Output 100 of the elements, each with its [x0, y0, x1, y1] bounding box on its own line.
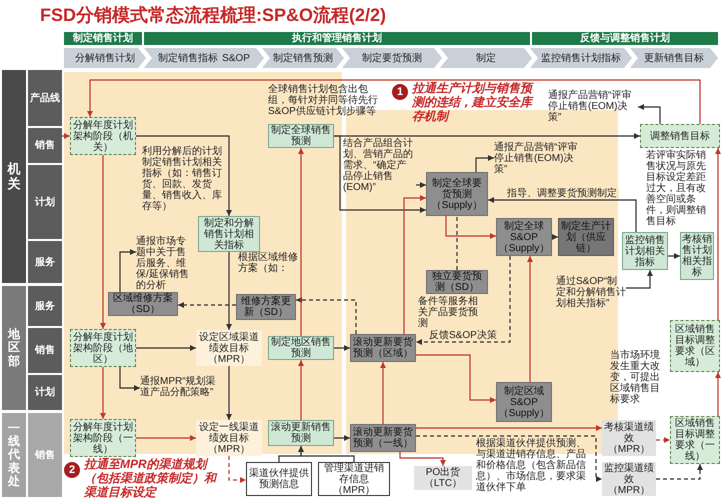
process-box: 制定区域S&OP（Supply） [496, 382, 552, 422]
process-box: 分解年度计划架构阶段（机关） [70, 117, 136, 155]
arrow [298, 360, 304, 420]
process-step-tab: 更新销售目标 [630, 48, 718, 68]
swimlane-header: 销售 [28, 413, 62, 497]
note-text: 通报市场专题中关于售后服务、维保/延保销售的分析 [136, 236, 194, 292]
note-text: 结合产品组合计划、营销产品的需求、“确定产品停止销售(EOM)” [343, 138, 416, 196]
process-box: 设定一线渠道绩效目标（MPR） [196, 420, 262, 456]
process-box: 维修方案更新（SD） [236, 294, 296, 320]
process-box: 制定全球S&OP（Supply） [496, 218, 552, 256]
process-box: 渠道伙伴提供预测信息 [246, 462, 312, 496]
arrow [136, 345, 196, 351]
arrow [656, 437, 670, 443]
callout-number: 1 [392, 84, 408, 100]
process-box: 滚动更新要货预测（区域） [350, 334, 416, 362]
process-box: 制定地区销售预测 [268, 336, 334, 360]
note-text: 通报产品营销“评审停止销售(EOM)决策” [494, 142, 586, 176]
arrow [136, 135, 232, 216]
arrow [656, 464, 703, 480]
note-text: 根据渠道伙伴提供预测、与渠道进销存信息、产品和价格信息（包含新品信息）、市场信息，要求渠道伙伴下单 [476, 438, 587, 493]
note-text: 通报产品营销“评审停止销售(EOM)决策” [548, 90, 638, 124]
swimlane-header: 计划 [28, 375, 62, 410]
process-step-tab: 分解销售计划 [64, 48, 146, 68]
arrow [228, 456, 246, 483]
process-box: 制定全球销售预测 [268, 124, 334, 148]
arrow [668, 253, 680, 259]
note-text: 根据区域维修方案（如： [238, 252, 299, 274]
arrow [445, 216, 496, 239]
arrow [416, 182, 426, 188]
process-box: 制定全球要货预测（Supply） [426, 172, 488, 216]
swimlane-header: 产品线 [28, 70, 62, 126]
process-box: 滚动更新要货预测（一线） [350, 424, 416, 452]
callout-text: 拉通生产计划与销售预测的连结，建立安全库存机制 [412, 82, 535, 124]
swimlane-header: 服务 [28, 241, 62, 283]
process-box: 区域销售目标调整要求（一线） [670, 416, 720, 464]
arrow [298, 148, 304, 336]
process-box: 设定区域渠道绩效目标（MPR） [196, 330, 262, 366]
process-box: 考核销售计划相关指标 [680, 232, 714, 280]
arrow [403, 195, 426, 334]
note-text: 若评审实际销售状况与原先目标设定差距过大，且有改善空间或条件，则调整销售目标 [646, 150, 707, 227]
arrow [226, 366, 232, 420]
arrow [119, 249, 136, 292]
arrow [296, 297, 357, 334]
note-text: 全球销售计划包含出包组，每针对并同等待先行S&OP供应链计划步骤等 [268, 84, 379, 117]
callout-number: 2 [64, 462, 80, 478]
arrow [226, 252, 232, 330]
callout-text: 拉通至MPR的渠道规划（包括渠道政策制定）和渠道目标设定 [84, 458, 218, 500]
arrow [136, 435, 196, 441]
arrow [178, 302, 236, 308]
arrow [62, 133, 70, 139]
swimlane-header: 一线代表处 [2, 413, 26, 497]
swimlane-header: 销售 [28, 128, 62, 163]
arrow [552, 234, 558, 240]
note-text: 利用分解后的计划制定销售计划相关指标（如：销售订货、回款、发货量、销售收入、库存等） [142, 146, 222, 212]
arrow [298, 446, 355, 462]
note-text: 备件等服务相关产品要货预测 [418, 296, 479, 329]
process-box: 制定生产计划（供应链） [558, 218, 614, 256]
process-box: 分解年度计划架构阶段（地区） [70, 329, 136, 367]
arrow [715, 148, 721, 320]
arrow [119, 367, 140, 391]
process-step-tab [144, 48, 264, 68]
note-text: 通报MPR“规划渠道产品分配策略” [140, 376, 224, 400]
arrow [416, 425, 602, 431]
arrow [626, 270, 653, 289]
swimlane-header: 机关 [2, 70, 26, 283]
process-box: 考核渠道绩效（MPR） [602, 420, 656, 456]
process-box: 制定和分解销售计划相关指标 [198, 216, 260, 252]
arrow [715, 372, 721, 416]
arrow [416, 435, 602, 482]
arrow [100, 155, 106, 329]
note-text: 通过S&OP“制定和分解销售计划相关指标” [556, 276, 626, 312]
process-box: 独立要货预测（SD） [426, 270, 488, 294]
arrow [380, 362, 386, 424]
arrow [416, 256, 511, 345]
process-box: 滚动更新销售预测 [268, 420, 334, 446]
process-box: PO出货（LTC） [414, 466, 472, 490]
process-box: 监控渠道绩效（MPR） [602, 462, 656, 496]
arrow [334, 435, 350, 441]
note-text: 当市场环境发生重大改变，可提出区域销售目标要求 [610, 350, 661, 405]
connector-line [456, 216, 458, 270]
phase-banner: 执行和管理销售计划 [144, 32, 530, 45]
process-step-tab: 制定要货预测 [342, 48, 442, 68]
edge-label: 指导、调整要货预测制定 [505, 188, 619, 199]
swimlane-header: 销售 [28, 328, 62, 373]
process-box: 调整销售目标 [640, 124, 720, 148]
process-box: 区域销售目标调整要求（区域） [670, 320, 720, 372]
process-step-tab: 制定 [440, 48, 532, 68]
diagram-title: FSD分销模式常态流程梳理:SP&O流程(2/2) [40, 6, 386, 26]
edge-label: 反馈S&OP决策 [427, 330, 499, 341]
swimlane-header: 服务 [28, 286, 62, 326]
arrow [87, 79, 701, 124]
step-label: S&OP [222, 52, 250, 64]
arrow [527, 256, 533, 382]
arrow [488, 197, 637, 232]
process-step-tab: 监控销售计划指标 [530, 48, 632, 68]
process-box: 监控销售计划相关指标 [622, 232, 668, 270]
process-box: 分解年度计划架构阶段（一线） [70, 419, 136, 457]
arrow [399, 452, 446, 466]
swimlane-header: 地区部 [2, 286, 26, 410]
arrow [334, 345, 350, 351]
